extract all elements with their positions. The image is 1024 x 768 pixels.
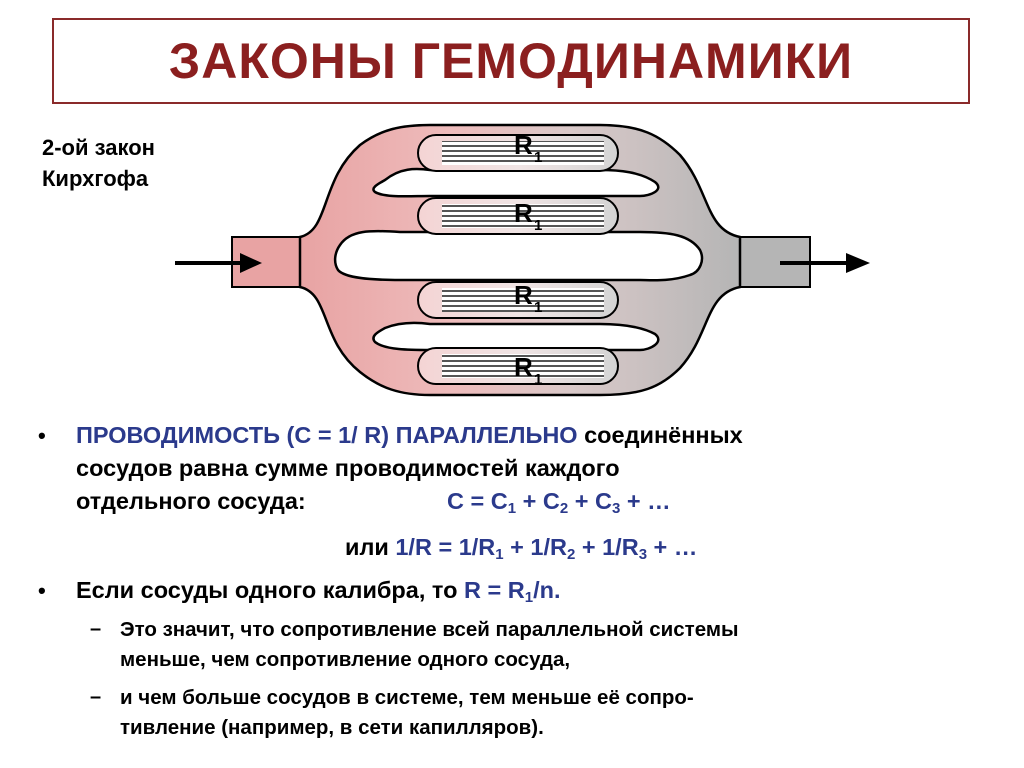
capillary-1 <box>417 134 619 172</box>
law-label-line-1: 2-ой закон <box>42 135 155 160</box>
resistor-label-4: R 1 <box>514 352 542 388</box>
bullet-1-line-3: отдельного сосуда: <box>76 486 306 517</box>
resistor-label-3: R 1 <box>514 280 542 316</box>
b2-sub: 1 <box>524 589 534 606</box>
f1-sub2: 2 <box>559 500 569 517</box>
resistor-sub-3: 1 <box>534 299 542 316</box>
resistor-r-1: R <box>514 130 533 160</box>
resistor-r-2: R <box>514 198 533 228</box>
sub-2-line-2: тивление (например, в сети капилляров). <box>120 716 544 739</box>
bullet-2-formula: R = R1/n. <box>464 577 561 606</box>
bullet-1-line-3-text: отдельного сосуда: <box>76 488 306 514</box>
capillary-3 <box>417 281 619 319</box>
parallel-vessels-diagram: R 1 R 1 R 1 R 1 <box>175 123 870 397</box>
f1-p2: + С <box>516 488 560 514</box>
vessel-network <box>231 123 811 397</box>
page-title: ЗАКОНЫ ГЕМОДИНАМИКИ <box>168 33 854 89</box>
formula-conductance: С = С1 + С2 + С3 + … <box>447 486 671 524</box>
conductivity-lead: ПРОВОДИМОСТЬ (С = 1/ R) ПАРАЛЛЕЛЬНО <box>76 422 578 448</box>
f2-p2: + 1/R <box>503 534 567 560</box>
inflow-arrow <box>175 253 262 273</box>
f1-p3: + С <box>568 488 612 514</box>
f2-blue: 1/R = 1/R1 + 1/R2 + 1/R3 + … <box>395 534 698 563</box>
bullet-1-rest: соединённых <box>577 422 743 448</box>
b2-r: R = R <box>464 577 525 603</box>
f2-a: 1/R = 1/R <box>395 534 496 560</box>
bullet-1-line-2: сосудов равна сумме проводимостей каждог… <box>76 455 620 481</box>
sub-1-line-2: меньше, чем сопротивление одного сосуда, <box>120 648 571 671</box>
sub-2-line-1: и чем больше сосудов в системе, тем мень… <box>120 686 694 709</box>
capillary-4 <box>417 347 619 385</box>
bullet-1-line-1: ПРОВОДИМОСТЬ (С = 1/ R) ПАРАЛЛЕЛЬНО соед… <box>76 420 743 451</box>
outflow-arrow <box>780 253 870 273</box>
sub-2-marker: – <box>90 686 102 708</box>
sub-1-marker: – <box>90 618 102 640</box>
f2-sub1: 1 <box>495 546 504 563</box>
resistor-label-1: R 1 <box>514 130 542 166</box>
vessel-hole-2 <box>333 229 704 282</box>
f1-sub1: 1 <box>507 500 517 517</box>
resistor-sub-2: 1 <box>534 217 542 234</box>
f2-end: + … <box>647 534 698 560</box>
sub-1-line-1: Это значит, что сопротивление всей парал… <box>120 618 739 641</box>
formula-resistance: или 1/R = 1/R1 + 1/R2 + 1/R3 + … <box>345 532 697 570</box>
f1-c: С = С <box>447 488 508 514</box>
b2-end: /n. <box>533 577 561 603</box>
f2-sub3: 3 <box>638 546 648 563</box>
resistor-label-2: R 1 <box>514 198 542 234</box>
vessel-hole-1 <box>372 167 660 198</box>
f2-ili: или <box>345 534 396 560</box>
bullet-1-marker: • <box>38 423 46 448</box>
resistor-r-4: R <box>514 352 533 382</box>
bullet-2-text: Если сосуды одного калибра, то <box>76 577 464 603</box>
law-label-line-2: Кирхгофа <box>42 166 149 191</box>
law-label: 2-ой закон Кирхгофа <box>42 132 155 194</box>
resistor-sub-1: 1 <box>534 149 542 166</box>
capillary-2 <box>417 197 619 235</box>
f1-end: + … <box>620 488 671 514</box>
f2-p3: + 1/R <box>575 534 639 560</box>
bullet-2-marker: • <box>38 578 46 603</box>
f2-sub2: 2 <box>566 546 576 563</box>
vessel-hole-3 <box>372 321 660 352</box>
title-box: ЗАКОНЫ ГЕМОДИНАМИКИ <box>52 18 970 104</box>
f1-sub3: 3 <box>611 500 621 517</box>
bullet-2-line: Если сосуды одного калибра, то R = R1/n. <box>76 575 561 613</box>
resistor-sub-4: 1 <box>534 371 542 388</box>
resistor-r-3: R <box>514 280 533 310</box>
